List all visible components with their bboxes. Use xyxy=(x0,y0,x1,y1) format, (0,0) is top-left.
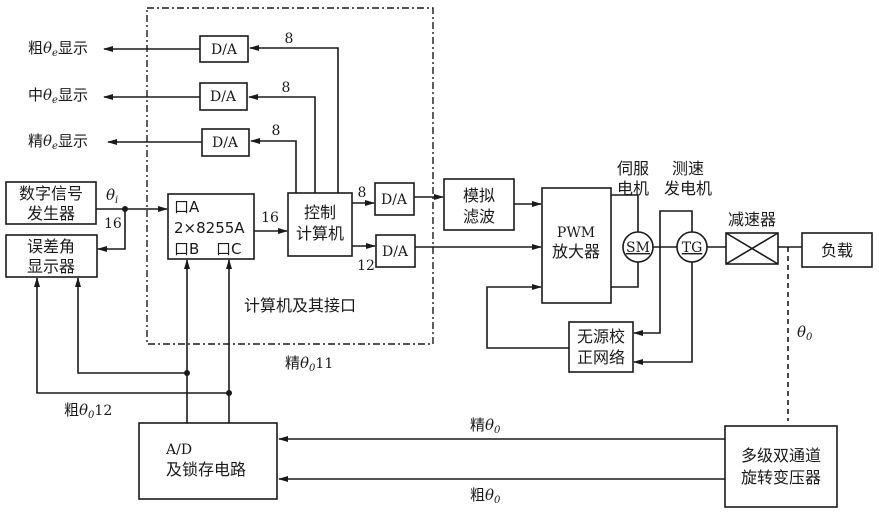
resolver-text: 旋转变压器 xyxy=(741,468,821,487)
svg-text:精θe显示: 精θe显示 xyxy=(28,132,88,152)
control-to-fine-da-line xyxy=(250,138,297,193)
chip-label: 2×8255A xyxy=(174,219,245,237)
computer-interface-group-border xyxy=(146,7,434,345)
fine-theta0-bits-label: 精θ011 xyxy=(285,354,333,374)
da-converter-fine xyxy=(201,128,250,157)
coarse-theta-e-display-label: 粗θe显示 xyxy=(28,39,88,59)
bits-label: 16 xyxy=(104,216,122,232)
coarse-to-error-display-line xyxy=(34,277,229,394)
sm-return-line xyxy=(611,262,639,288)
control-to-coarse-da-line xyxy=(249,45,339,193)
control-computer-block xyxy=(287,192,353,257)
tg-to-network-line-2 xyxy=(633,262,693,365)
computer-group-label: 计算机及其接口 xyxy=(244,296,356,315)
interface-8255a-block xyxy=(167,193,255,260)
control-computer-text: 计算机 xyxy=(296,224,344,243)
bits-label: 8 xyxy=(272,123,281,139)
digital-signal-generator-block xyxy=(5,181,97,225)
da-label: D/A xyxy=(381,192,408,208)
error-display-text: 显示器 xyxy=(27,257,75,276)
adc-text: 及锁存电路 xyxy=(166,460,246,479)
port-c-label: 口C xyxy=(216,240,241,258)
error-display-text: 误差角 xyxy=(27,237,75,256)
error-angle-display-block xyxy=(5,234,98,278)
fine-to-error-display-line xyxy=(75,277,187,374)
load-block xyxy=(801,232,873,268)
passive-network-text: 正网络 xyxy=(577,348,625,367)
da-label: D/A xyxy=(210,89,237,105)
pwm-text: 放大器 xyxy=(552,242,600,261)
fine-theta-e-display-label: 精θe显示 xyxy=(28,132,88,152)
adc-latch-block xyxy=(138,422,278,500)
port-b-label: 口B xyxy=(174,240,199,258)
svg-text:粗θe显示: 粗θe显示 xyxy=(28,39,88,59)
mid-theta-e-display-label: 中θe显示 xyxy=(28,86,88,106)
pwm-to-sm-line xyxy=(611,194,639,232)
filter-text: 滤波 xyxy=(463,207,495,226)
bits-label: 8 xyxy=(358,185,367,201)
adc-text: A/D xyxy=(165,442,192,458)
load-label: 负载 xyxy=(821,241,853,260)
da-label: D/A xyxy=(382,244,409,260)
reducer-cross xyxy=(725,232,779,265)
passive-compensation-network-block xyxy=(568,321,634,373)
coarse-theta0-bits-label: 粗θ012 xyxy=(64,401,112,421)
tg-to-network-line-1 xyxy=(633,210,693,336)
da-label: D/A xyxy=(212,135,239,151)
da-converter-output-1 xyxy=(374,182,415,216)
multi-stage-resolver-block xyxy=(724,425,838,508)
signal-generator-text: 发生器 xyxy=(27,204,75,223)
tg-label: TG xyxy=(682,240,703,256)
to-error-display-line xyxy=(97,209,126,252)
servo-motor-label: 电机 xyxy=(617,179,649,198)
tachometer-label: 测速 xyxy=(672,159,704,178)
servo-motor-label: 伺服 xyxy=(617,159,649,178)
pwm-text: PWM xyxy=(557,225,595,241)
coarse-theta0-label: 粗θ0 xyxy=(470,486,501,506)
da-converter-mid xyxy=(199,82,248,111)
compensation-feedback-line xyxy=(486,284,569,349)
da-converter-output-2 xyxy=(375,234,416,268)
port-a-label: 口A xyxy=(174,198,200,216)
control-computer-text: 控制 xyxy=(304,203,336,222)
theta-0-label: θ0 xyxy=(797,323,813,343)
theta-i-label: θi xyxy=(106,186,118,206)
signal-generator-text: 数字信号 xyxy=(19,184,83,203)
resolver-text: 多级双通道 xyxy=(741,446,821,465)
pwm-amplifier-block xyxy=(541,187,612,304)
passive-network-text: 无源校 xyxy=(577,327,625,346)
bits-label: 8 xyxy=(282,80,291,96)
control-to-mid-da-line xyxy=(248,94,316,193)
svg-text:中θe显示: 中θe显示 xyxy=(28,86,88,106)
fine-theta0-label: 精θ0 xyxy=(470,416,501,436)
bits-label: 16 xyxy=(261,210,279,226)
bits-label: 12 xyxy=(357,258,375,274)
analog-filter-block xyxy=(443,178,515,231)
da-label: D/A xyxy=(211,42,238,58)
bits-label: 8 xyxy=(285,31,294,47)
sm-label: SM xyxy=(626,240,650,256)
reducer-label: 减速器 xyxy=(728,210,776,229)
filter-text: 模拟 xyxy=(463,186,495,205)
tachometer-label: 发电机 xyxy=(664,179,712,198)
